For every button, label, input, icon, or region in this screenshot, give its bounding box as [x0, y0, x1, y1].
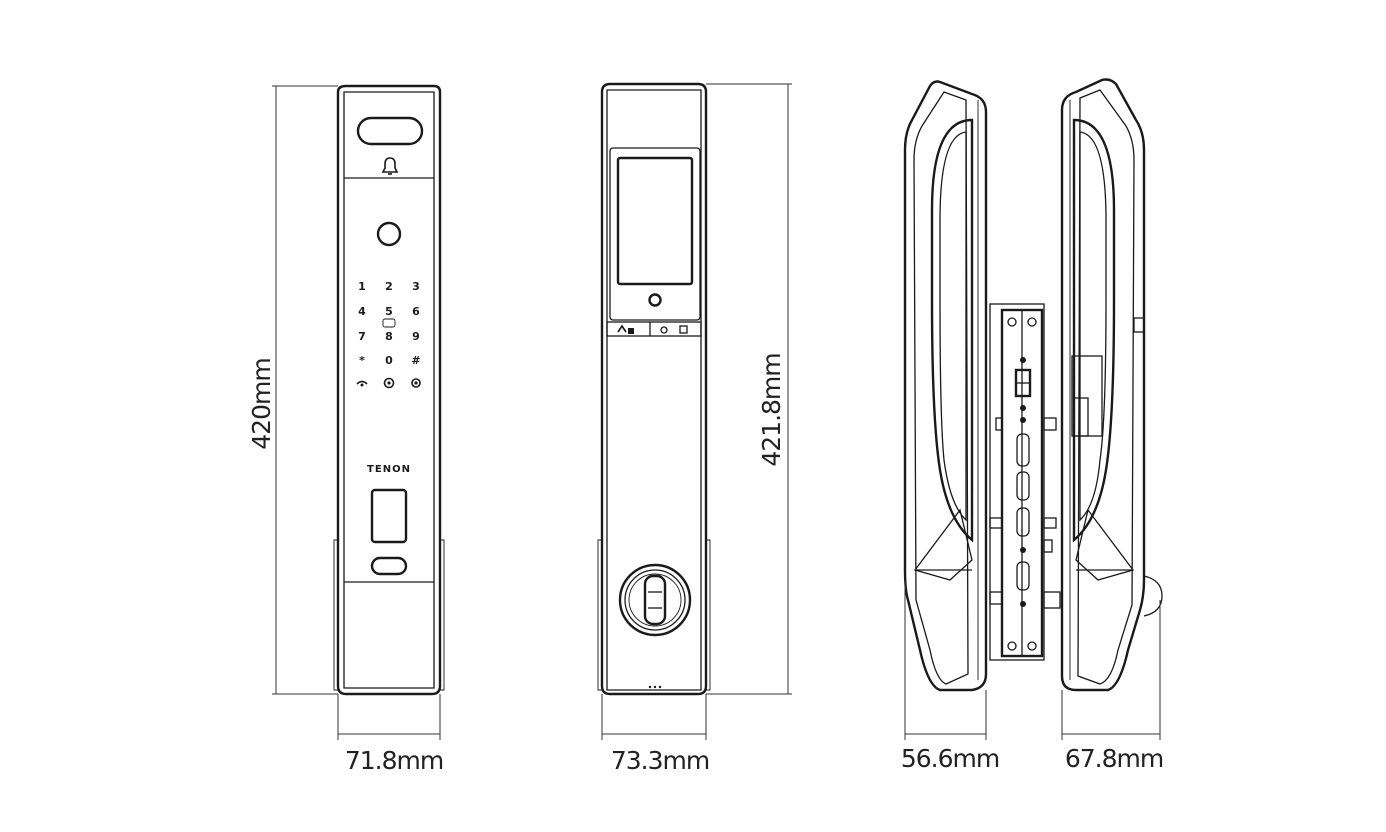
- bell-icon: [381, 157, 399, 175]
- outer-handle-profile: [903, 80, 988, 692]
- side-view: [903, 78, 1163, 692]
- wifi-icon: [356, 380, 368, 385]
- keypad: 1 2 3 4 5 6 7 8 9 * 0 #: [356, 280, 421, 389]
- unlock-indicator: [628, 328, 634, 334]
- key-8: 8: [385, 330, 393, 343]
- key-2: 2: [385, 280, 393, 293]
- power-dot: [414, 381, 418, 385]
- unlock-icon: [617, 324, 627, 333]
- status-ring-dot: [387, 381, 391, 385]
- key-1: 1: [358, 280, 366, 293]
- thumb-turn-housing: [1071, 355, 1103, 437]
- key-6: 6: [412, 305, 420, 318]
- key-5: 5: [385, 305, 393, 318]
- power-icon: [411, 378, 421, 388]
- key-cylinder-icon: [618, 563, 692, 637]
- dimension-labels: 420mm 71.8mm 421.8mm 73.3mm 56.6mm 67.8m…: [247, 353, 1164, 775]
- inner-handle-profile: [1060, 78, 1163, 692]
- display-screen: [616, 156, 694, 286]
- front-view: 1 2 3 4 5 6 7 8 9 * 0 # TENON: [333, 84, 445, 696]
- display-button: [648, 293, 662, 307]
- lock-icon: [679, 325, 688, 334]
- status-strip: [606, 321, 702, 337]
- wifi-dot: [360, 383, 364, 387]
- key-9: 9: [412, 330, 420, 343]
- front-width-label: 71.8mm: [345, 746, 443, 775]
- back-height-label: 421.8mm: [757, 353, 786, 466]
- dimension-lines: [272, 83, 1161, 740]
- key-0: 0: [385, 354, 393, 367]
- side-inner-depth-label: 67.8mm: [1065, 744, 1163, 773]
- side-outer-depth-label: 56.6mm: [901, 744, 999, 773]
- handle-release-button: [370, 556, 408, 576]
- camera-slot: [356, 116, 424, 146]
- back-view: [597, 82, 711, 696]
- fingerprint-reader: [370, 488, 408, 544]
- key-7: 7: [358, 330, 366, 343]
- status-indicator: [660, 326, 668, 334]
- front-height-label: 420mm: [247, 358, 276, 449]
- key-star: *: [359, 354, 365, 367]
- key-4: 4: [358, 305, 366, 318]
- keypad-lock-indicator: [382, 318, 396, 328]
- back-width-label: 73.3mm: [611, 746, 709, 775]
- brand-logo: TENON: [367, 464, 411, 475]
- mortise-lock: [989, 303, 1061, 661]
- key-hash: #: [411, 354, 420, 367]
- status-ring-icon: [383, 377, 395, 389]
- display-housing: [609, 147, 701, 321]
- fingerprint-sensor-icon: [376, 221, 402, 247]
- key-3: 3: [412, 280, 420, 293]
